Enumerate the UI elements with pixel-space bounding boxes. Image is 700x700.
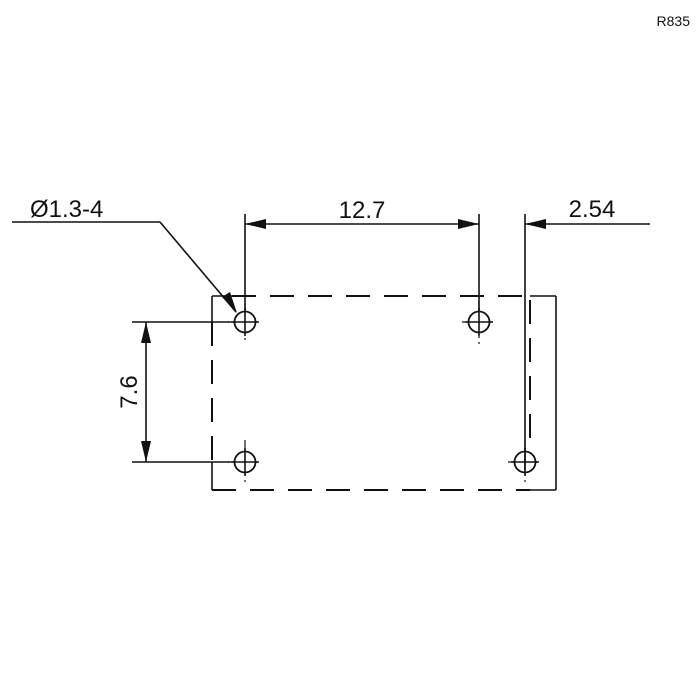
arrow-down <box>141 441 151 462</box>
pin-hole-top-right <box>462 302 496 344</box>
leader-arrow <box>222 292 237 313</box>
dimension-horizontal-pitch: 12.7 <box>244 197 480 310</box>
model-code: R835 <box>657 13 691 29</box>
vertical-pitch-label: 7.6 <box>116 375 143 408</box>
pin-hole-bottom-left <box>228 440 262 482</box>
horizontal-pitch-label: 12.7 <box>339 197 386 224</box>
arrow-right <box>458 219 479 229</box>
arrow-left <box>245 219 266 229</box>
pin-hole-top-left <box>228 304 262 344</box>
offset-label: 2.54 <box>569 196 616 223</box>
hole-spec-callout: Ø1.3-4 <box>12 196 237 313</box>
arrow-offset <box>525 219 546 229</box>
dimension-offset: 2.54 <box>524 196 650 470</box>
component-outline <box>211 295 557 491</box>
hole-spec-label: Ø1.3-4 <box>30 196 103 223</box>
arrow-up <box>141 322 151 343</box>
dimension-vertical-pitch: 7.6 <box>116 321 230 463</box>
